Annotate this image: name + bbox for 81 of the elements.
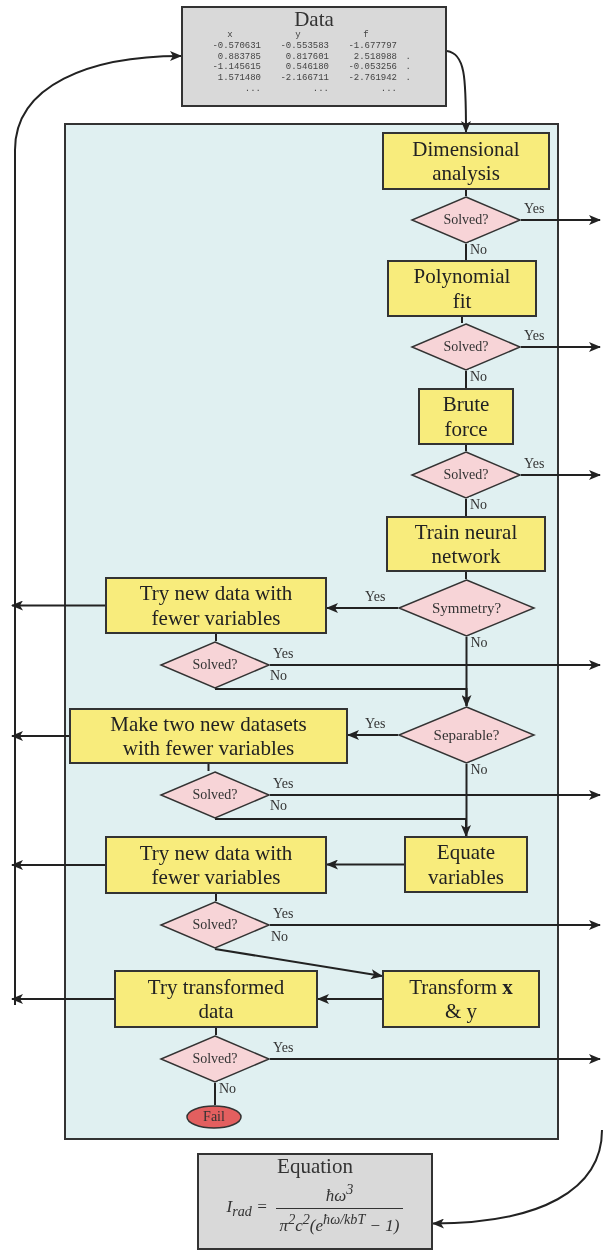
table-cell-text: 0.817601 [284, 51, 329, 63]
arrow [214, 688, 472, 707]
table-cell-text: 0.546180 [284, 62, 329, 74]
connector-line [465, 498, 467, 517]
connector-line [214, 1082, 216, 1106]
decision-diamond: Solved? [411, 323, 521, 371]
arrow [520, 215, 601, 225]
decision-diamond: Symmetry? [398, 579, 535, 637]
connector-line [465, 571, 467, 580]
box-title: Data [294, 8, 334, 31]
arrow [11, 600, 106, 611]
process-box: Polynomial fit [387, 260, 537, 317]
arrow [11, 731, 70, 741]
process-box: Try transformed data [114, 970, 318, 1028]
decision-diamond: Solved? [411, 451, 521, 499]
connector-line [465, 636, 468, 707]
equation-box [197, 1153, 433, 1250]
process-box: Try new data with fewer variables [105, 577, 327, 634]
connector-line [465, 763, 468, 837]
connector-line [207, 763, 210, 772]
connector-line [215, 633, 217, 642]
process-box: Brute force [418, 388, 514, 445]
table-cell-text: 0.883785 [216, 51, 261, 63]
connector-line [465, 243, 467, 261]
arrow [317, 994, 383, 1004]
arrow [520, 470, 601, 480]
table-cell-text: y [294, 30, 302, 41]
arrow [269, 790, 601, 800]
decision-diamond: Separable? [398, 706, 535, 764]
table-cell-text: ... [243, 84, 261, 95]
arrow [269, 920, 601, 930]
arrow [347, 730, 399, 740]
table-cell-text: f [362, 30, 370, 41]
table-cell-text: 2.518988 [352, 51, 397, 63]
process-box: Try new data with fewer variables [105, 836, 327, 894]
decision-diamond: Solved? [160, 901, 270, 949]
arrow [326, 603, 399, 613]
table-cell-text: -2.761942 [347, 73, 397, 85]
table-cell-text: ... [311, 84, 329, 95]
process-box: Transform x & y [382, 970, 540, 1028]
table-cell-text: 1.571480 [216, 73, 261, 85]
terminal-ellipse: Fail [186, 1105, 242, 1129]
table-cell-text: -0.553583 [279, 40, 329, 52]
process-box: Equate variables [404, 836, 528, 893]
connector-line [465, 189, 467, 197]
arrow [269, 1054, 601, 1064]
box-title: Equation [277, 1155, 353, 1178]
connector-line [215, 1027, 217, 1036]
arrow [11, 860, 106, 870]
data-box [181, 6, 447, 107]
table-cell-text: x [226, 30, 234, 41]
table-cell-text: -2.166711 [279, 73, 329, 85]
table-cell-text: ... [379, 84, 397, 95]
table-cell-text: -1.145615 [211, 62, 261, 74]
arrow [14, 51, 182, 1006]
table-cell-text: -1.677797 [347, 40, 397, 52]
decision-diamond: Solved? [160, 641, 270, 689]
table-cell-text: . [404, 51, 411, 63]
arrow [326, 859, 405, 870]
connector-line [465, 370, 467, 389]
equation: I$_{rad}$ = ħω$^{3}$ π$^{2}$c$^{2}$(e$^{ħω/kbT}$ − 1) [226, 1181, 404, 1236]
table-cell-text: -0.053256 [347, 62, 397, 74]
process-box: Dimensional analysis [382, 132, 550, 190]
table-cell-text: -0.570631 [211, 40, 261, 52]
table-cell-text: . [404, 73, 411, 85]
table-cell-text: . [404, 62, 411, 74]
arrow [446, 50, 471, 133]
connector-line [465, 444, 467, 452]
arrow [432, 1129, 603, 1229]
decision-diamond: Solved? [160, 1035, 270, 1083]
arrow [214, 948, 383, 980]
process-box: Train neural network [386, 516, 546, 572]
connector-line [461, 316, 463, 324]
arrow [520, 342, 601, 352]
arrow [11, 994, 115, 1004]
connector-line [215, 893, 217, 902]
process-box: Make two new datasets with fewer variables [69, 708, 348, 764]
panel-background [64, 123, 559, 1140]
decision-diamond: Solved? [160, 771, 270, 819]
decision-diamond: Solved? [411, 196, 521, 244]
arrow [269, 660, 601, 670]
